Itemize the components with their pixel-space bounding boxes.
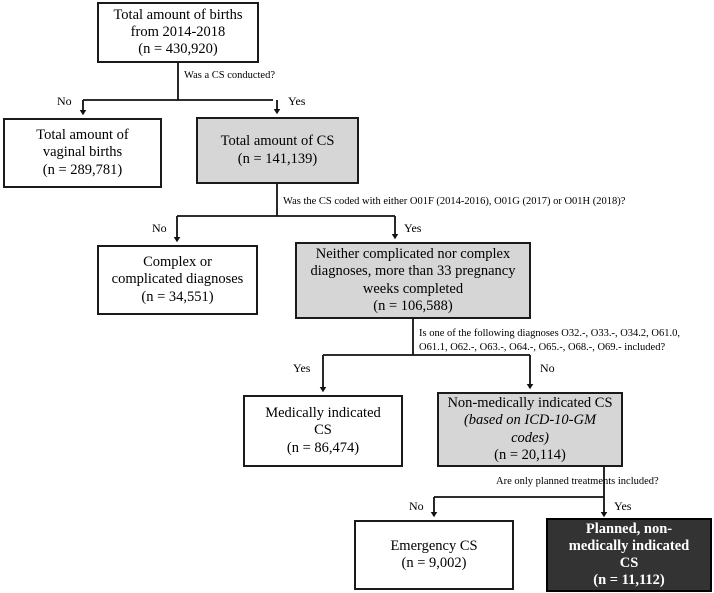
node-total-cs-line-1: Total amount of CS	[220, 133, 335, 150]
question-label-cs-coding: Was the CS coded with either O01F (2014-…	[283, 196, 626, 207]
node-planned-cs-line-1: Planned, non-	[585, 520, 673, 537]
node-non-medically-indicated-cs-line-3: codes)	[511, 429, 549, 446]
node-total-cs[interactable]: Total amount of CS (n = 141,139)	[196, 117, 359, 184]
node-non-medically-indicated-cs-line-4: (n = 20,114)	[494, 446, 566, 463]
node-vaginal-births-line-3: (n = 289,781)	[42, 161, 123, 178]
node-neither-complicated-line-2: diagnoses, more than 33 pregnancy	[310, 263, 516, 280]
node-total-births-line-2: from 2014-2018	[130, 23, 226, 40]
node-complex-diagnoses-line-3: (n = 34,551)	[141, 288, 214, 305]
node-neither-complicated-line-3: weeks completed	[362, 280, 464, 297]
node-total-births[interactable]: Total amount of births from 2014-2018 (n…	[97, 2, 259, 63]
node-medically-indicated-cs-line-2: CS	[314, 422, 332, 439]
node-emergency-cs[interactable]: Emergency CS (n = 9,002)	[354, 520, 514, 590]
node-emergency-cs-line-2: (n = 9,002)	[401, 555, 467, 571]
node-non-medically-indicated-cs-line-1: Non-medically indicated CS	[447, 395, 613, 412]
node-neither-complicated-line-1: Neither complicated nor complex	[315, 246, 511, 263]
node-medically-indicated-cs-line-1: Medically indicated	[265, 405, 381, 422]
node-neither-complicated[interactable]: Neither complicated nor complex diagnose…	[295, 242, 531, 319]
node-non-medically-indicated-cs-line-2: (based on ICD-10-GM	[463, 412, 597, 429]
node-total-births-line-3: (n = 430,920)	[138, 41, 218, 58]
node-medically-indicated-cs[interactable]: Medically indicated CS (n = 86,474)	[243, 395, 403, 467]
node-neither-complicated-line-4: (n = 106,588)	[373, 297, 453, 314]
node-total-births-line-1: Total amount of births	[113, 6, 243, 23]
question-label-diagnoses-line-2: O61.1, O62.-, O63.-, O64.-, O65.-, O68.-…	[419, 342, 666, 353]
question-label-was-cs-conducted: Was a CS conducted?	[184, 70, 276, 81]
node-medically-indicated-cs-line-3: (n = 86,474)	[286, 439, 360, 456]
branch-label-cs-coding-yes: Yes	[404, 221, 422, 235]
node-non-medically-indicated-cs[interactable]: Non-medically indicated CS (based on ICD…	[437, 392, 623, 467]
branch-label-cs-conducted-no: No	[57, 94, 72, 108]
node-vaginal-births[interactable]: Total amount of vaginal births (n = 289,…	[3, 118, 162, 188]
node-planned-cs-line-3: CS	[619, 555, 639, 571]
node-complex-diagnoses-line-2: complicated diagnoses	[111, 271, 244, 288]
node-planned-non-medically-indicated-cs[interactable]: Planned, non- medically indicated CS (n …	[546, 518, 712, 592]
node-complex-diagnoses-line-1: Complex or	[143, 254, 212, 271]
node-total-cs-line-2: (n = 141,139)	[237, 150, 318, 167]
node-complex-diagnoses[interactable]: Complex or complicated diagnoses (n = 34…	[97, 245, 258, 315]
branch-label-cs-coding-no: No	[152, 221, 167, 235]
question-label-planned-treatments: Are only planned treatments included?	[496, 476, 659, 487]
branch-label-cs-conducted-yes: Yes	[288, 94, 306, 108]
question-label-diagnoses-line-1: Is one of the following diagnoses O32.-,…	[419, 328, 681, 339]
branch-label-diagnoses-yes: Yes	[293, 361, 311, 375]
node-vaginal-births-line-2: vaginal births	[42, 144, 123, 161]
node-planned-cs-line-2: medically indicated	[568, 537, 690, 554]
node-planned-cs-line-4: (n = 11,112)	[593, 572, 665, 589]
branch-label-planned-no: No	[409, 499, 424, 513]
branch-label-planned-yes: Yes	[614, 499, 632, 513]
node-emergency-cs-line-1: Emergency CS	[390, 537, 478, 554]
branch-label-diagnoses-no: No	[540, 361, 555, 375]
node-vaginal-births-line-1: Total amount of	[36, 127, 129, 144]
